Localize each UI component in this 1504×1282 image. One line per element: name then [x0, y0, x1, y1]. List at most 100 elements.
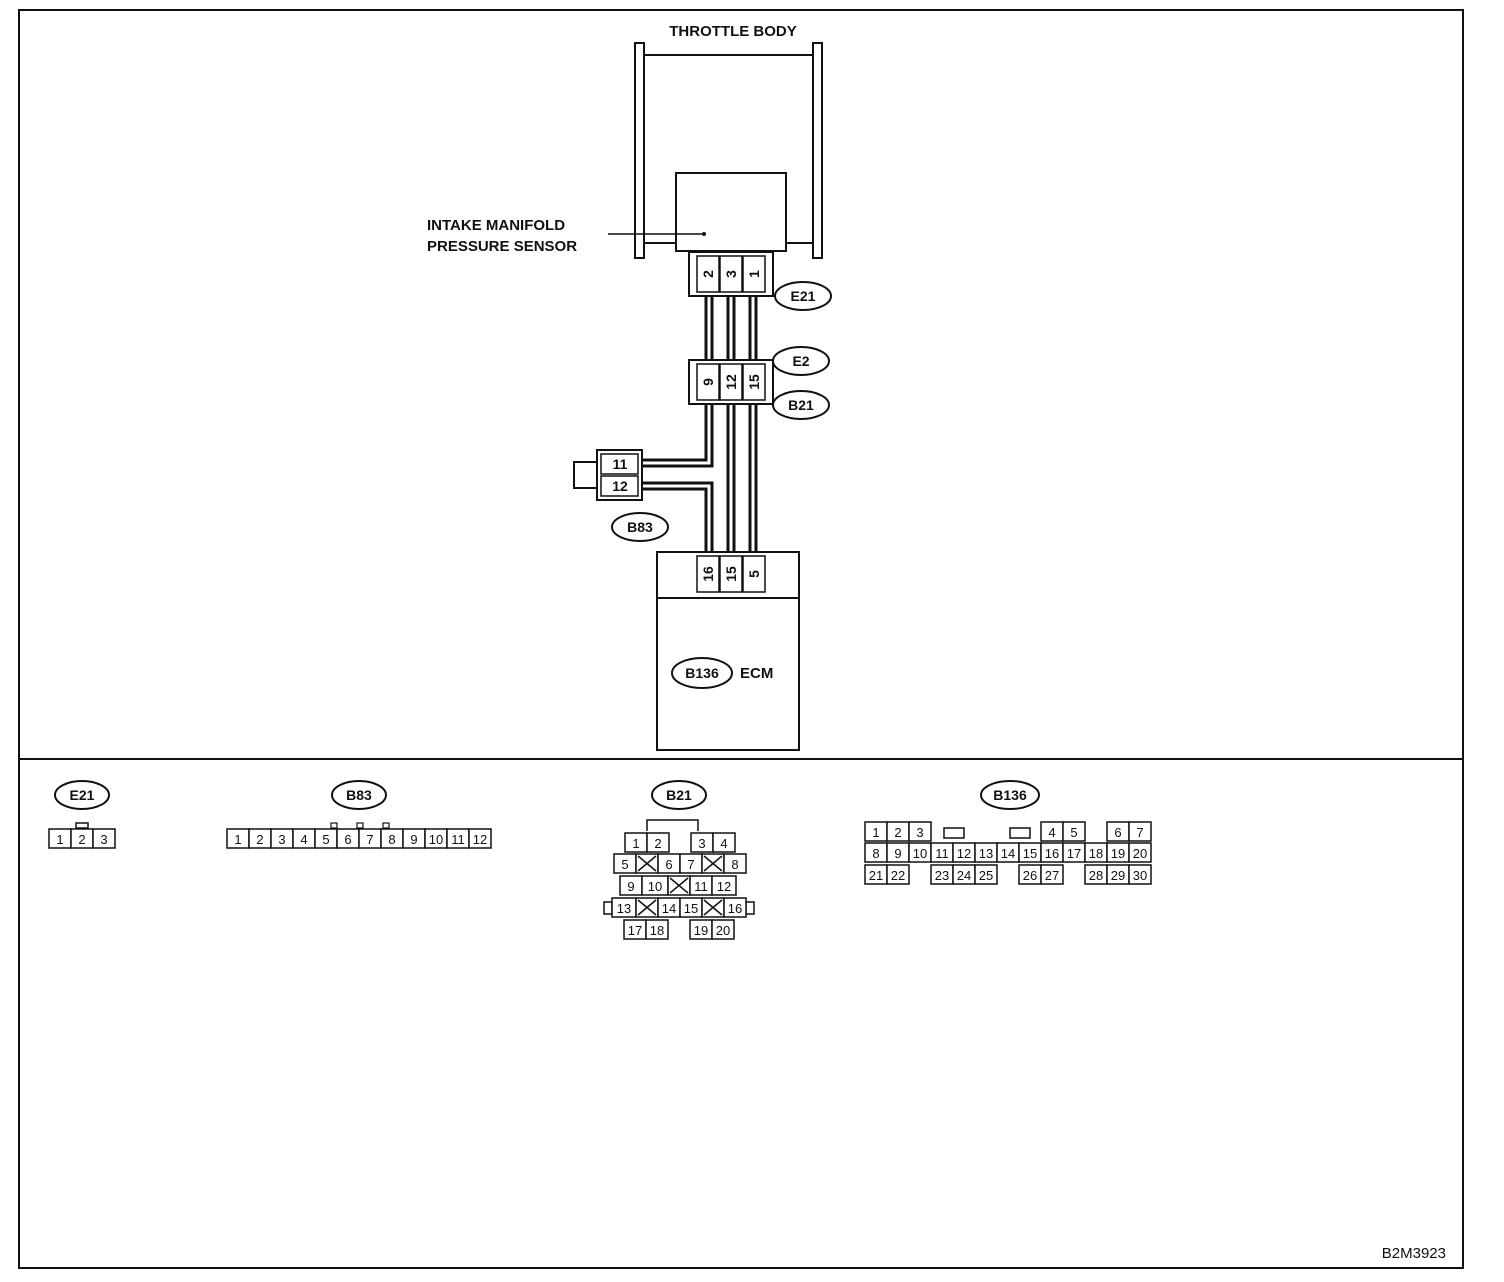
b136-view-pin: 22 — [886, 864, 910, 885]
b136-view-pin: 28 — [1084, 864, 1108, 885]
svg-text:2: 2 — [894, 825, 901, 840]
b21-view-pin: 2 — [646, 832, 670, 853]
svg-text:13: 13 — [979, 846, 993, 861]
svg-text:7: 7 — [366, 832, 373, 847]
b136-view-pin: 7 — [1128, 821, 1152, 842]
b83-view-pin: 1 — [226, 828, 250, 849]
svg-text:7: 7 — [687, 857, 694, 872]
b21-view-pin: 15 — [679, 897, 703, 918]
b21-view-pin: 5 — [613, 853, 637, 874]
svg-text:26: 26 — [1023, 868, 1037, 883]
svg-text:10: 10 — [648, 879, 662, 894]
b83-view-pin: 3 — [270, 828, 294, 849]
svg-text:20: 20 — [716, 923, 730, 938]
b136-view-pin: 13 — [974, 842, 998, 863]
b21-view-pin: 4 — [712, 832, 736, 853]
b136-view-pin: 20 — [1128, 842, 1152, 863]
b83-view-pin: 11 — [446, 828, 470, 849]
svg-text:25: 25 — [979, 868, 993, 883]
view-b21-tag: B21 — [666, 787, 692, 803]
svg-text:1: 1 — [632, 836, 639, 851]
b136-view-pin: 3 — [908, 821, 932, 842]
b136-view-pin: 6 — [1106, 821, 1130, 842]
svg-text:2: 2 — [654, 836, 661, 851]
b21-view-pin: 14 — [657, 897, 681, 918]
b21-view-pin: 9 — [619, 875, 643, 896]
b21-view-pin: 3 — [690, 832, 714, 853]
b136-view-pin: 14 — [996, 842, 1020, 863]
b21-pin-c: 15 — [746, 374, 762, 390]
blank-cavity — [635, 853, 659, 874]
svg-text:16: 16 — [1045, 846, 1059, 861]
svg-text:19: 19 — [694, 923, 708, 938]
svg-text:13: 13 — [617, 901, 631, 916]
svg-text:3: 3 — [278, 832, 285, 847]
connector-b83: 11 12 B83 — [573, 449, 669, 542]
ecm-connector-tag: B136 — [685, 665, 719, 681]
view-b136-tag: B136 — [993, 787, 1027, 803]
e21-pin-a: 2 — [700, 270, 716, 278]
b21-view-pin: 8 — [723, 853, 747, 874]
b21-view-pin: 12 — [711, 875, 737, 896]
svg-text:9: 9 — [627, 879, 634, 894]
wire-harness — [637, 287, 758, 561]
b83-pin-11: 11 — [613, 456, 628, 472]
b83-view-pin: 4 — [292, 828, 316, 849]
svg-text:28: 28 — [1089, 868, 1103, 883]
b136-view-pin: 11 — [930, 842, 954, 863]
b83-view-pin: 5 — [314, 828, 338, 849]
connector-e2-b21: 9 12 15 E2 B21 — [688, 346, 830, 420]
view-b83-tag: B83 — [346, 787, 372, 803]
b136-view-pin: 18 — [1084, 842, 1108, 863]
blank-cavity — [701, 897, 725, 918]
svg-text:10: 10 — [913, 846, 927, 861]
b83-view-pin: 6 — [336, 828, 360, 849]
e21-pin-b: 3 — [723, 270, 739, 278]
diagram-frame — [18, 9, 1464, 1269]
svg-text:11: 11 — [451, 832, 465, 847]
svg-text:1: 1 — [872, 825, 879, 840]
svg-text:15: 15 — [684, 901, 698, 916]
b136-view-pin: 17 — [1062, 842, 1086, 863]
svg-text:5: 5 — [621, 857, 628, 872]
svg-text:4: 4 — [300, 832, 307, 847]
svg-text:3: 3 — [698, 836, 705, 851]
svg-text:4: 4 — [720, 836, 727, 851]
b21-view-pin: 11 — [689, 875, 713, 896]
b136-view-pin: 10 — [908, 842, 932, 863]
svg-text:12: 12 — [717, 879, 731, 894]
b83-view-pin: 8 — [380, 828, 404, 849]
b136-view-pin: 27 — [1040, 864, 1064, 885]
svg-text:17: 17 — [1067, 846, 1081, 861]
b136-view-pin: 8 — [864, 842, 888, 863]
b136-view-pin: 2 — [886, 821, 910, 842]
b21-view-pin: 17 — [623, 919, 647, 940]
connector-e21: 2 3 1 E21 — [688, 251, 832, 311]
b136-view-pin: 24 — [952, 864, 976, 885]
svg-text:17: 17 — [628, 923, 642, 938]
view-e21-tag: E21 — [70, 787, 95, 803]
b21-tag: B21 — [788, 397, 814, 413]
svg-text:8: 8 — [388, 832, 395, 847]
svg-text:16: 16 — [728, 901, 742, 916]
svg-text:12: 12 — [473, 832, 487, 847]
svg-text:7: 7 — [1136, 825, 1143, 840]
b21-view-pin: 10 — [641, 875, 669, 896]
svg-text:2: 2 — [78, 832, 85, 847]
b21-view-pin: 16 — [723, 897, 747, 918]
ecm-pin-15: 15 — [723, 566, 739, 582]
b83-view-pin: 2 — [248, 828, 272, 849]
svg-text:9: 9 — [894, 846, 901, 861]
b136-view-pin: 5 — [1062, 821, 1086, 842]
b136-view-pin: 19 — [1106, 842, 1130, 863]
e2-tag: E2 — [792, 353, 809, 369]
svg-text:15: 15 — [1023, 846, 1037, 861]
blank-cavity — [701, 853, 725, 874]
b83-view-pin: 9 — [402, 828, 426, 849]
intake-manifold-pressure-sensor: INTAKE MANIFOLD PRESSURE SENSOR — [427, 172, 787, 255]
svg-text:2: 2 — [256, 832, 263, 847]
svg-text:6: 6 — [665, 857, 672, 872]
